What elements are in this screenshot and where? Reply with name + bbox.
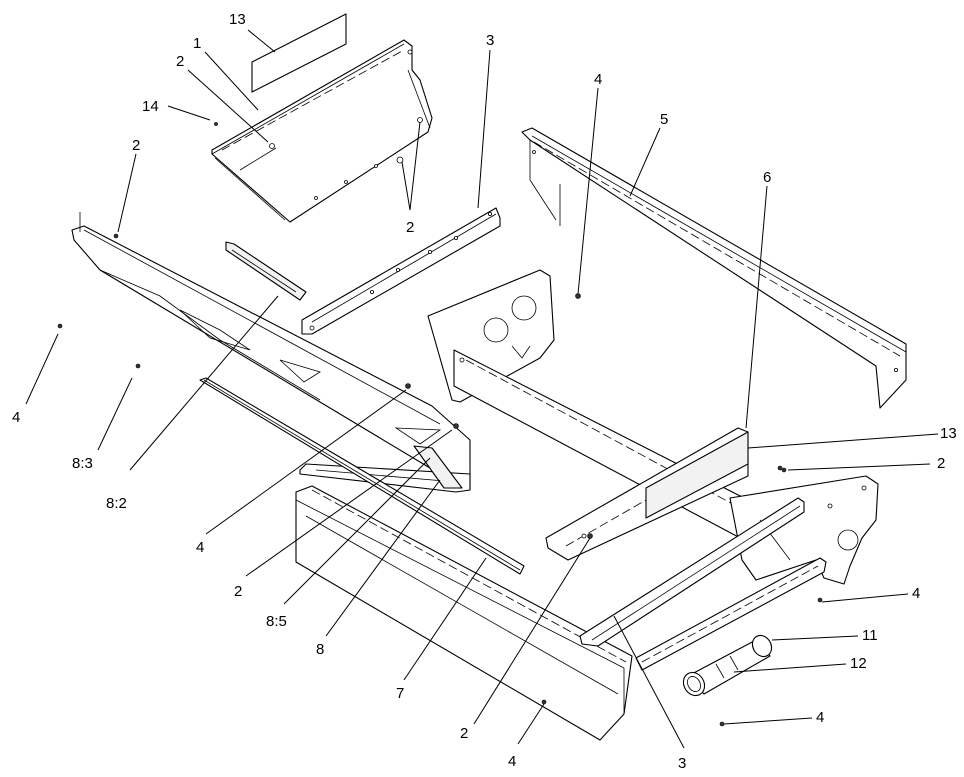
callout-3-lower: 3 [678, 755, 686, 772]
part-3-lower-bar [579, 497, 805, 647]
center-frame [427, 269, 757, 541]
left-side-arm [71, 212, 471, 491]
callout-4-bottom: 4 [508, 753, 516, 770]
part-7-rod [199, 377, 525, 575]
callout-8-3: 8:3 [72, 455, 93, 472]
callout-1: 1 [193, 35, 201, 52]
callout-11: 11 [862, 627, 878, 644]
callout-2-lower: 2 [460, 725, 468, 742]
callout-2-mid: 2 [234, 583, 242, 600]
part-12-cylinder [682, 634, 773, 697]
callout-8: 8 [316, 641, 324, 658]
callout-7: 7 [396, 685, 404, 702]
callout-8-5: 8:5 [266, 613, 287, 630]
callout-2-top-left: 2 [176, 53, 184, 70]
leader-lines [25, 29, 939, 749]
part-6-cross-bar [545, 427, 749, 561]
callout-3-upper: 3 [486, 32, 494, 49]
callout-6: 6 [763, 169, 771, 186]
callout-4-right: 4 [912, 585, 920, 602]
callout-13-top: 13 [229, 11, 246, 28]
callout-2-bracket: 2 [406, 219, 414, 236]
callout-4-mid: 4 [196, 539, 204, 556]
callout-8-2: 8:2 [106, 495, 127, 512]
part-5-rear-rail [521, 127, 907, 409]
callout-4-upper: 4 [594, 71, 602, 88]
callout-14: 14 [142, 98, 159, 115]
callout-4-left: 4 [12, 409, 20, 426]
callout-13-right: 13 [940, 425, 957, 442]
right-side-bracket [729, 465, 879, 585]
part-8-2-plate [225, 241, 307, 301]
callout-5: 5 [660, 111, 668, 128]
part-1-upper-bracket [211, 39, 433, 223]
front-base-housing [295, 485, 633, 741]
callout-12: 12 [850, 655, 867, 672]
part-3-upper-bar [301, 207, 501, 335]
callout-2-right: 2 [937, 455, 945, 472]
part-13-top-plate [251, 13, 347, 93]
lower-strip [635, 557, 827, 671]
fastener-bolts [57, 293, 823, 727]
callout-2-left: 2 [132, 137, 140, 154]
callout-4-lower-right: 4 [816, 709, 824, 726]
callout-labels: 13 1 2 14 2 2 3 4 5 6 4 8:3 8:2 4 2 8:5 … [12, 11, 957, 772]
